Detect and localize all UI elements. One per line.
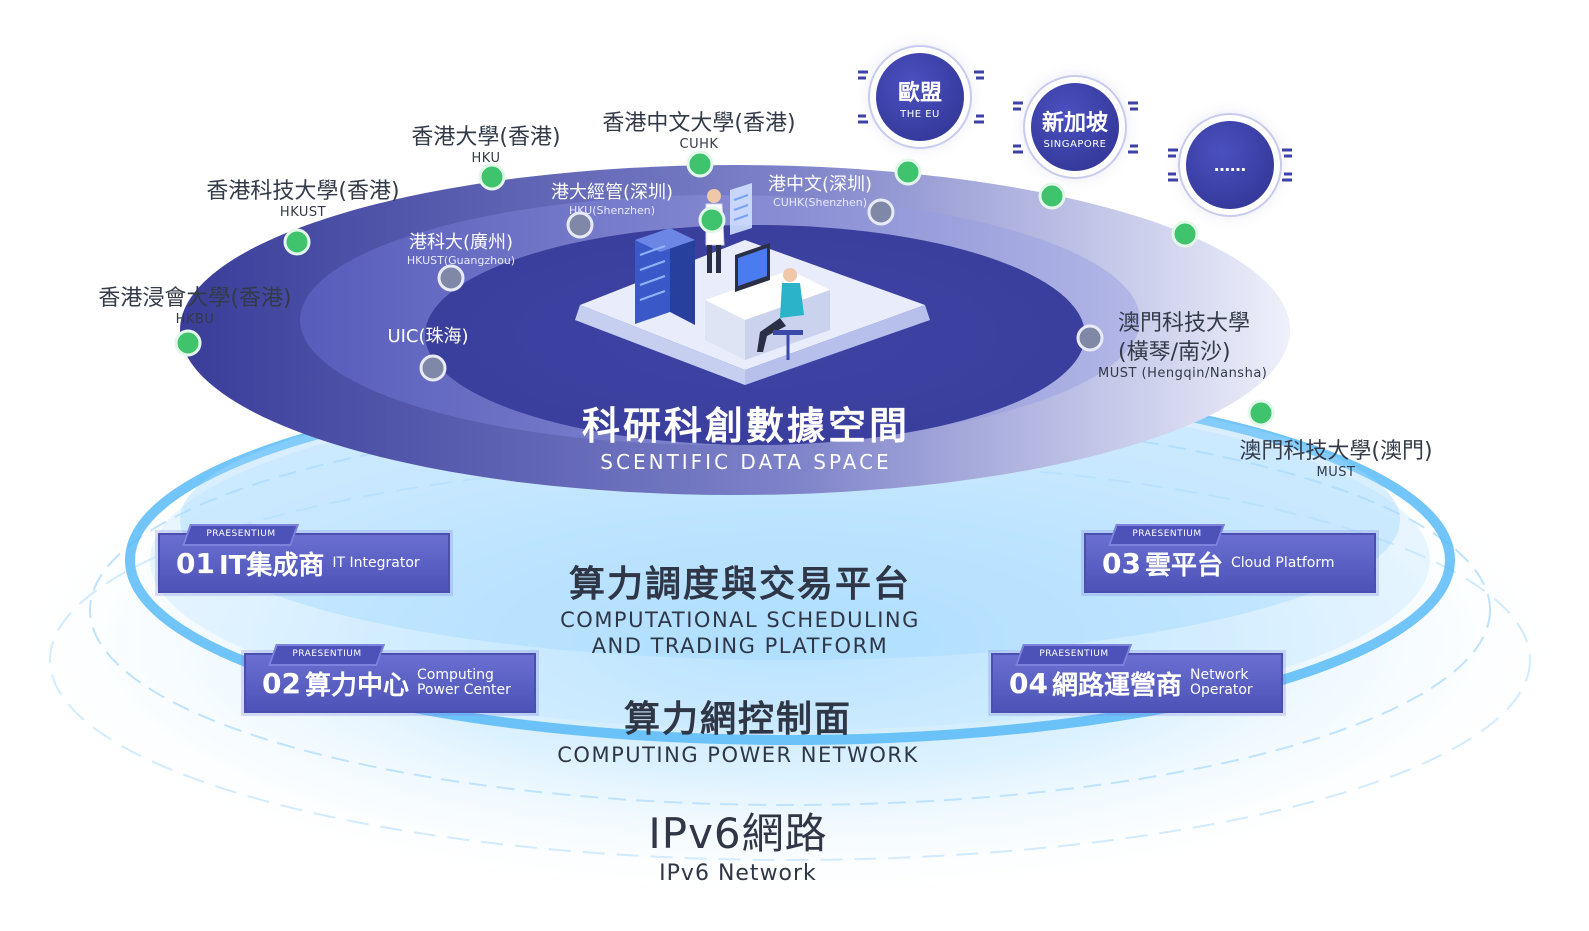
- data-space-title-cn: 科研科創數據空間: [581, 404, 911, 448]
- platform-illustration: [575, 183, 930, 385]
- node-label-cuhk-shenzhen: 港中文(深圳) CUHK(Shenzhen): [767, 174, 873, 209]
- region-eu-cn: 歐盟: [897, 80, 942, 106]
- region-more: ……: [1186, 121, 1274, 209]
- node-label-hkust: 香港科技大學(香港) HKUST: [206, 179, 400, 220]
- network-title-cn: 算力網控制面: [623, 699, 853, 740]
- node-label-must-hengqin: 澳門科技大學 (橫琴/南沙) MUST (Hengqin/Nansha): [1098, 311, 1268, 381]
- data-space-title-en: SCENTIFIC DATA SPACE: [600, 450, 892, 474]
- node-label-hkust-guangzhou: 港科大(廣州) HKUST(Guangzhou): [406, 232, 516, 267]
- ipv6-title-cn: IPv6網路: [648, 809, 828, 858]
- node-label-cuhk: 香港中文大學(香港) CUHK: [602, 111, 796, 152]
- badge-it-integrator: PRAESENTIUM 01 IT集成商 IT Integrator: [158, 524, 450, 593]
- platform-title-en-2: AND TRADING PLATFORM: [591, 634, 889, 658]
- network-title: 算力網控制面 COMPUTING POWER NETWORK: [557, 690, 918, 768]
- inner-node-dots: [419, 198, 1104, 382]
- data-space-title: 科研科創數據空間 SCENTIFIC DATA SPACE: [582, 395, 910, 474]
- ipv6-title-en: IPv6 Network: [659, 861, 817, 886]
- node-label-uic-zhuhai: UIC(珠海): [387, 326, 469, 347]
- platform-title-cn: 算力調度與交易平台: [568, 564, 911, 605]
- platform-title: 算力調度與交易平台 COMPUTATIONAL SCHEDULING AND T…: [560, 555, 920, 659]
- network-title-en: COMPUTING POWER NETWORK: [557, 743, 919, 767]
- badge-tag: PRAESENTIUM: [267, 644, 386, 666]
- badge-tag: PRAESENTIUM: [181, 524, 300, 546]
- badge-cloud-platform: PRAESENTIUM 03 雲平台 Cloud Platform: [1084, 524, 1376, 593]
- region-more-cn: ……: [1214, 155, 1246, 175]
- region-singapore-cn: 新加坡: [1041, 110, 1108, 136]
- platform-title-en-1: COMPUTATIONAL SCHEDULING: [560, 608, 920, 632]
- outer-node-dots: [174, 150, 1275, 427]
- node-label-must-macau: 澳門科技大學(澳門) MUST: [1239, 439, 1433, 480]
- ipv6-title: IPv6網路 IPv6 Network: [648, 800, 827, 886]
- node-label-hku-shenzhen: 港大經管(深圳) HKU(Shenzhen): [550, 182, 674, 217]
- node-label-hku: 香港大學(香港) HKU: [411, 125, 561, 166]
- region-eu-en: THE EU: [900, 108, 940, 120]
- region-singapore: 新加坡 SINGAPORE: [1031, 83, 1119, 171]
- badge-tag: PRAESENTIUM: [1014, 644, 1133, 666]
- circle-brackets: [858, 70, 1292, 182]
- badge-tag: PRAESENTIUM: [1107, 524, 1226, 546]
- node-label-hkbu: 香港浸會大學(香港) HKBU: [98, 286, 292, 327]
- region-singapore-en: SINGAPORE: [1043, 138, 1107, 150]
- region-eu: 歐盟 THE EU: [876, 53, 964, 141]
